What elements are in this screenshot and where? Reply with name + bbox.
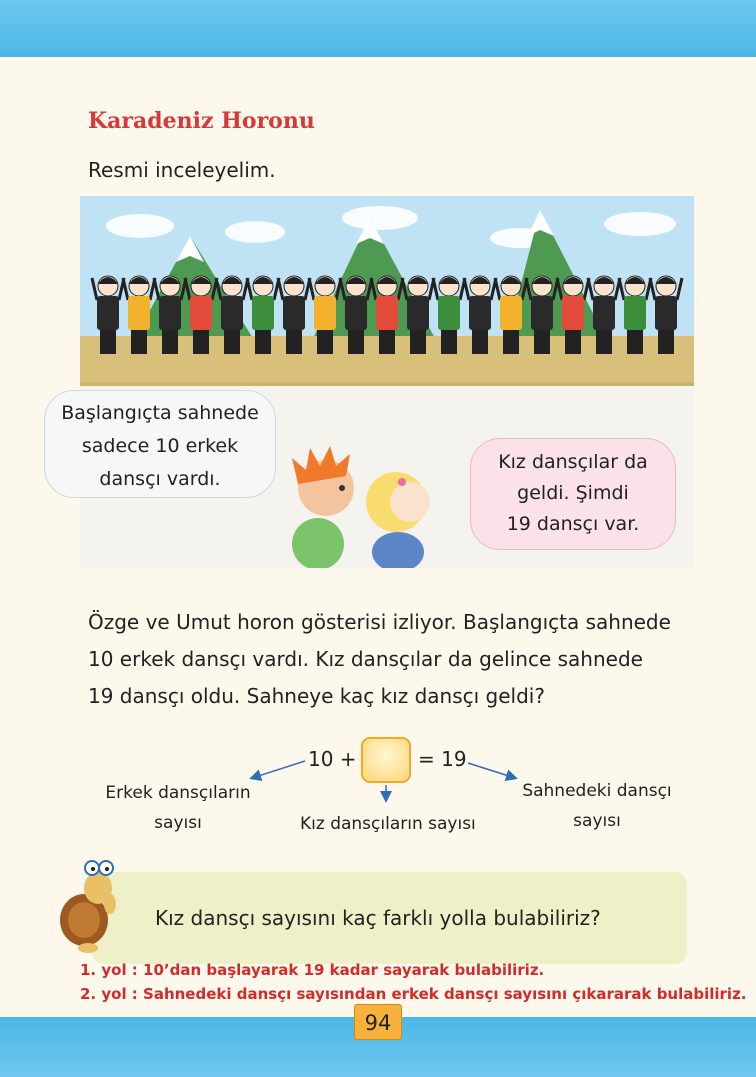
dancer bbox=[586, 275, 622, 354]
turtle-icon bbox=[60, 860, 116, 953]
dancer bbox=[462, 275, 498, 354]
answer-way-1: 1. yol : 10’dan başlayarak 19 kadar saya… bbox=[80, 961, 545, 979]
bubble-right-line: geldi. Şimdi bbox=[517, 482, 629, 504]
bubble-right-line: 19 dansçı var. bbox=[506, 513, 640, 535]
label-line: Sahnedeki dansçı bbox=[522, 781, 672, 801]
problem-line: 19 dansçı oldu. Sahneye kaç kız dansçı g… bbox=[88, 684, 545, 708]
bubble-right-line: Kız dansçılar da bbox=[498, 451, 648, 473]
label-line: Erkek dansçıların bbox=[105, 783, 251, 803]
label-total-dancers: Sahnedeki dansçı sayısı bbox=[512, 776, 682, 836]
page-number: 94 bbox=[354, 1004, 402, 1040]
top-band bbox=[0, 0, 756, 57]
boy-icon bbox=[292, 446, 354, 568]
dancer bbox=[152, 275, 188, 354]
dancer bbox=[245, 275, 281, 354]
answer-way-2: 2. yol : Sahnedeki dansçı sayısından erk… bbox=[80, 985, 747, 1003]
question-box bbox=[92, 872, 687, 964]
dancer bbox=[214, 275, 250, 354]
bubble-left-line: sadece 10 erkek bbox=[81, 435, 239, 457]
label-line: sayısı bbox=[154, 813, 202, 833]
intro-text: Resmi inceleyelim. bbox=[88, 158, 276, 182]
dancer bbox=[338, 275, 374, 354]
dancer bbox=[524, 275, 560, 354]
dancer bbox=[400, 275, 436, 354]
question-text: Kız dansçı sayısını kaç farklı yolla bul… bbox=[155, 906, 601, 930]
answer-box[interactable] bbox=[361, 737, 411, 783]
problem-text: Özge ve Umut horon gösterisi izliyor. Ba… bbox=[88, 604, 692, 715]
bubble-left-line: dansçı vardı. bbox=[99, 468, 221, 490]
label-female-dancers: Kız dansçıların sayısı bbox=[300, 814, 476, 834]
dancer bbox=[648, 275, 684, 354]
dancer bbox=[493, 275, 529, 354]
dancer bbox=[431, 275, 467, 354]
equation-left: 10 + bbox=[308, 747, 357, 771]
label-male-dancers: Erkek dansçıların sayısı bbox=[98, 778, 258, 838]
speech-bubble-left: Başlangıçta sahnede sadece 10 erkek dans… bbox=[44, 390, 276, 498]
problem-line: 10 erkek dansçı vardı. Kız dansçılar da … bbox=[88, 647, 643, 671]
dancer bbox=[369, 275, 405, 354]
bubble-left-line: Başlangıçta sahnede bbox=[61, 402, 259, 424]
dancer bbox=[307, 275, 343, 354]
speech-bubble-right: Kız dansçılar da geldi. Şimdi 19 dansçı … bbox=[470, 438, 676, 550]
label-line: sayısı bbox=[573, 811, 621, 831]
dancer bbox=[90, 275, 126, 354]
problem-line: Özge ve Umut horon gösterisi izliyor. Ba… bbox=[88, 610, 671, 634]
equation-right: = 19 bbox=[418, 747, 467, 771]
dancer bbox=[555, 275, 591, 354]
page-title: Karadeniz Horonu bbox=[88, 108, 315, 134]
girl-icon bbox=[366, 472, 430, 568]
